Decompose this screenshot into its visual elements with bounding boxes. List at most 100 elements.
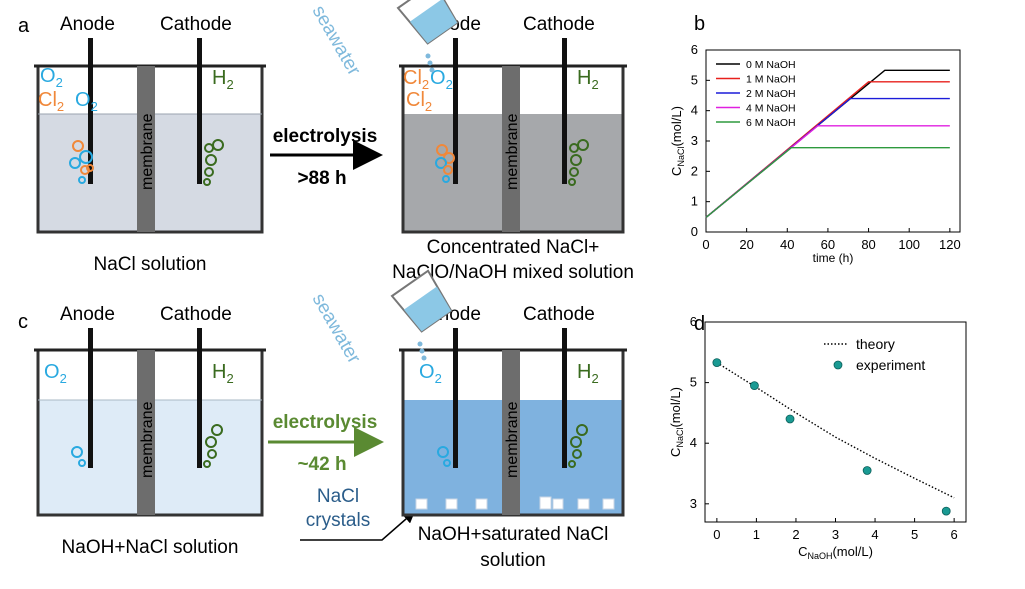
o2-label: O2 — [44, 361, 67, 386]
anode-electrode — [453, 328, 458, 468]
cathode-bubbles — [568, 424, 588, 468]
series-line — [705, 81, 950, 218]
y-tick-label: 3 — [691, 133, 698, 148]
cathode-electrode — [197, 328, 202, 468]
caption-c-left: NaOH+NaCl solution — [62, 537, 239, 558]
membrane-label: membrane — [139, 113, 156, 190]
legend-label-theory: theory — [856, 336, 895, 352]
legend-label-experiment: experiment — [856, 357, 925, 373]
x-axis-label: CNaOH(mol/L) — [798, 544, 873, 561]
x-tick-label: 5 — [911, 527, 918, 542]
cathode-label: Cathode — [160, 14, 232, 35]
seawater-drops-a — [425, 53, 435, 73]
anode-bubbles — [69, 140, 94, 184]
experiment-point — [712, 358, 722, 368]
y-tick-label: 5 — [691, 72, 698, 87]
x-tick-label: 120 — [939, 237, 961, 252]
cathode-label: Cathode — [160, 304, 232, 325]
crystals-pointer — [300, 511, 416, 541]
y-axis-label: CNaCl(mol/L) — [669, 106, 686, 176]
o2-label-2: O2 — [75, 89, 98, 114]
seawater-label-c: seawater — [308, 290, 365, 368]
cathode-bubbles — [568, 139, 589, 186]
panel-label-a: a — [18, 15, 30, 37]
seawater-beaker-a — [396, 0, 459, 45]
anode-bubbles — [437, 446, 451, 467]
x-tick-label: 40 — [780, 237, 794, 252]
seawater-label-a: seawater — [308, 2, 365, 80]
legend-label: 0 M NaOH — [746, 59, 796, 71]
legend-label: 6 M NaOH — [746, 117, 796, 129]
experiment-point — [862, 466, 872, 475]
cathode-label: Cathode — [523, 304, 595, 325]
x-axis-label: time (h) — [813, 251, 854, 265]
nacl-crystals — [415, 496, 615, 510]
legend-label: 2 M NaOH — [746, 88, 796, 100]
seawater-drops-c — [417, 341, 427, 361]
crystals-label-2: crystals — [306, 510, 370, 531]
plot-frame — [704, 321, 967, 523]
cl2-label: Cl2 — [403, 67, 429, 92]
membrane — [137, 350, 155, 515]
arrow-a-bottom-label: >88 h — [297, 168, 346, 189]
anode-label: Anode — [60, 304, 115, 325]
legend-swatch-experiment — [833, 360, 843, 370]
series-line — [705, 125, 950, 218]
x-tick-label: 6 — [951, 527, 958, 542]
panel-label-d: d — [694, 313, 705, 335]
arrow-c-bottom-label: ~42 h — [297, 454, 346, 475]
anode-electrode — [88, 38, 93, 184]
panel-label-c: c — [18, 311, 28, 333]
h2-label: H2 — [212, 361, 234, 386]
y-tick-label: 0 — [691, 224, 698, 239]
y-tick-label: 5 — [690, 375, 697, 390]
cell-a-left: membrane Anode Cathode O2 Cl2 O2 H2 — [34, 14, 266, 234]
caption-a-left: NaCl solution — [94, 254, 207, 275]
o2-label: O2 — [419, 361, 442, 386]
x-tick-label: 1 — [753, 527, 760, 542]
caption-c-right-1: NaOH+saturated NaCl — [418, 524, 609, 545]
panel-label-b: b — [694, 13, 705, 35]
x-tick-label: 0 — [713, 527, 720, 542]
cell-a-right: membrane Anode Cathode Cl2 O2 Cl2 H2 — [399, 14, 627, 234]
y-tick-label: 1 — [691, 194, 698, 209]
arrow-a-top-label: electrolysis — [273, 126, 378, 147]
cathode-electrode — [197, 38, 202, 184]
y-tick-label: 3 — [690, 496, 697, 511]
cl2-label-2: Cl2 — [406, 89, 432, 114]
experiment-point — [785, 414, 795, 424]
anode-bubbles — [71, 446, 86, 467]
series-line — [705, 146, 950, 218]
experiment-point — [941, 506, 951, 516]
caption-c-right-2: solution — [480, 550, 546, 571]
membrane — [137, 66, 155, 232]
arrow-c-top-label: electrolysis — [273, 412, 378, 433]
membrane — [502, 66, 520, 232]
o2-label: O2 — [40, 65, 63, 90]
x-tick-label: 80 — [861, 237, 875, 252]
x-tick-label: 2 — [792, 527, 799, 542]
y-axis-label: CNaCl(mol/L) — [668, 387, 685, 457]
cl2-label: Cl2 — [38, 89, 64, 114]
x-tick-label: 0 — [702, 237, 709, 252]
h2-label: H2 — [212, 67, 234, 92]
cathode-bubbles — [203, 139, 224, 186]
caption-a-right-1: Concentrated NaCl+ — [427, 237, 600, 258]
cathode-bubbles — [203, 424, 223, 468]
h2-label: H2 — [577, 67, 599, 92]
cell-c-right: membrane Anode Cathode O2 H2 — [399, 304, 627, 517]
x-tick-label: 20 — [739, 237, 753, 252]
x-tick-label: 100 — [898, 237, 920, 252]
experiment-point — [750, 381, 759, 391]
crystals-label-1: NaCl — [317, 486, 359, 507]
o2-label: O2 — [430, 67, 453, 92]
cathode-label: Cathode — [523, 14, 595, 35]
y-tick-label: 4 — [690, 435, 697, 450]
anode-bubbles — [435, 144, 455, 183]
caption-a-right-2: NaClO/NaOH mixed solution — [392, 262, 634, 283]
cathode-electrode — [562, 328, 567, 468]
h2-label: H2 — [577, 361, 599, 386]
